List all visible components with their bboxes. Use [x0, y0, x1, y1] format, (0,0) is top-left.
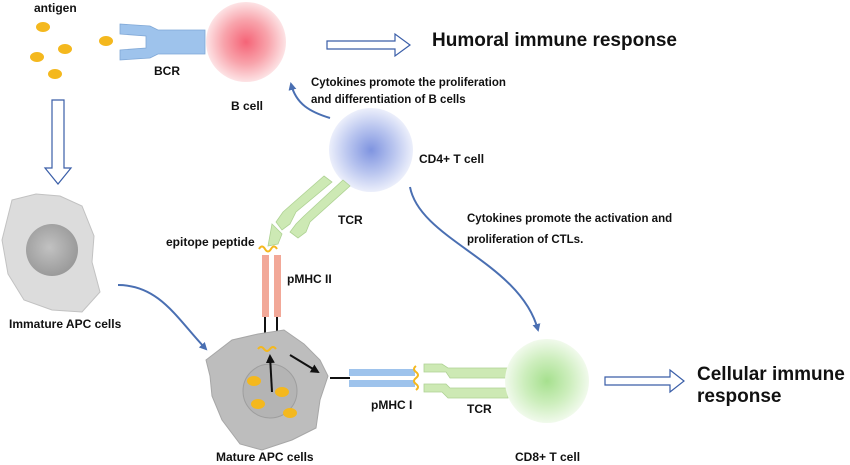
cytokines-b-line1: Cytokines promote the proliferation [311, 77, 506, 89]
cellular-response-line2: response [697, 386, 782, 407]
b-cell [206, 2, 286, 82]
antigen-label: antigen [34, 1, 77, 15]
cd8-t-cell [505, 339, 589, 423]
cd4-t-cell [329, 108, 413, 192]
cd8-label: CD8+ T cell [515, 450, 581, 464]
cytokines-ctl-line2: proliferation of CTLs. [467, 234, 584, 246]
pmhc1-molecule [349, 365, 419, 391]
bcr-receptor [119, 23, 206, 61]
mature-apc-label: Mature APC cells [216, 450, 314, 464]
humoral-hollow-arrow [326, 32, 412, 58]
b-cell-label: B cell [231, 99, 264, 113]
antigen-to-apc-hollow-arrow [43, 99, 73, 185]
epitope-label: epitope peptide [166, 235, 255, 249]
mature-apc-cell [205, 329, 329, 451]
cellular-response-line1: Cellular immune [697, 364, 845, 385]
cytokines-ctl-line1: Cytokines promote the activation and [467, 213, 673, 225]
pmhc1-label: pMHC I [371, 398, 413, 412]
pmhc2-label: pMHC II [287, 272, 332, 286]
tcr-bottom-receptor [423, 363, 509, 399]
cd4-to-bcell-arrow [288, 82, 331, 119]
immature-apc-cell [1, 193, 101, 313]
tcr-top-label: TCR [338, 213, 363, 227]
antigen-particles [30, 22, 113, 79]
pmhc2-molecule [262, 255, 281, 340]
immature-apc-label: Immature APC cells [9, 317, 122, 331]
humoral-response-label: Humoral immune response [432, 30, 677, 51]
bcr-label: BCR [154, 64, 180, 78]
tcr-top-receptor [267, 175, 351, 247]
tcr-bottom-label: TCR [467, 402, 492, 416]
immature-to-mature-arrow [117, 284, 208, 351]
epitope-peptide-squiggle [258, 245, 278, 253]
cd4-label: CD4+ T cell [419, 152, 485, 166]
cellular-hollow-arrow [604, 368, 685, 394]
cd4-to-cd8-arrow [409, 186, 541, 332]
cytokines-b-line2: and differentiation of B cells [311, 94, 466, 106]
